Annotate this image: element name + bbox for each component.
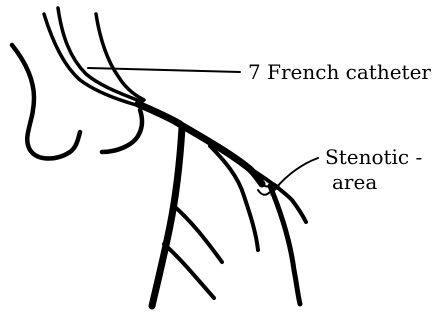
descending-branch (152, 128, 182, 306)
catheter-label: 7 French catheter (248, 60, 431, 84)
stenotic-leader-line (276, 158, 318, 188)
aortic-root-left-contour (12, 45, 80, 159)
branch-lower-1 (174, 206, 222, 262)
branch-lower-2 (164, 244, 214, 298)
catheter-leader-line (88, 68, 240, 72)
catheter-line-outer (44, 14, 140, 106)
stenotic-label-line2: area (332, 170, 377, 194)
stenotic-label-line1: Stenotic - (325, 145, 422, 169)
aortic-root-right-contour (102, 110, 142, 152)
stenotic-segment-lower (258, 190, 270, 195)
